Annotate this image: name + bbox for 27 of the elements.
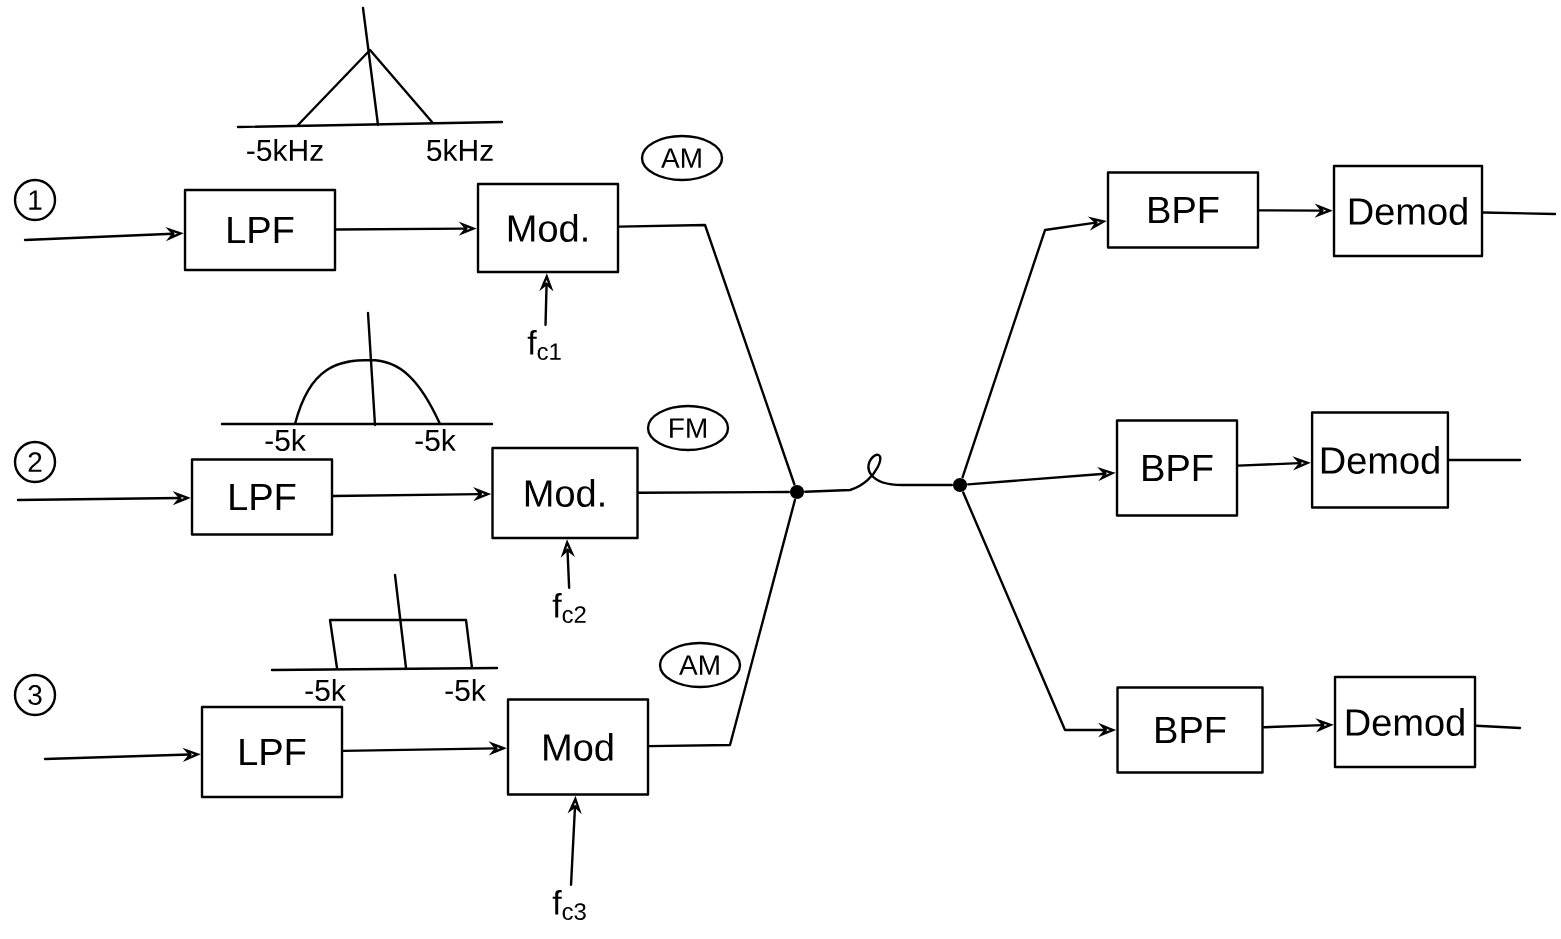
frequency-label: -5k	[415, 429, 456, 451]
junction-dot	[790, 485, 804, 499]
process-box: Demod	[1333, 675, 1477, 769]
carrier-label: f$_{c2}$	[552, 593, 586, 623]
frequency-label: -5k	[445, 679, 486, 701]
junction-dot	[953, 478, 967, 492]
frequency-label: -5kHz	[247, 139, 323, 161]
process-box: LPF	[200, 705, 344, 799]
process-box: LPF	[183, 188, 337, 272]
process-box: Demod	[1332, 164, 1484, 258]
channel-number: 2	[13, 440, 57, 484]
process-box: Demod	[1310, 411, 1450, 509]
process-box: LPF	[190, 458, 334, 536]
channel-number: 1	[13, 178, 57, 222]
carrier-label: f$_{c3}$	[552, 890, 586, 920]
process-box: BPF	[1106, 171, 1260, 249]
process-box: BPF	[1115, 419, 1239, 517]
modulation-label: FM	[646, 404, 730, 452]
process-box: Mod.	[491, 446, 639, 540]
modulation-label: AM	[640, 134, 724, 182]
process-box: Mod	[506, 698, 650, 796]
process-box: BPF	[1116, 686, 1264, 774]
frequency-label: 5kHz	[427, 139, 493, 161]
process-box: Mod.	[476, 182, 620, 274]
carrier-label: f$_{c1}$	[527, 330, 561, 360]
modulation-label: AM	[658, 641, 742, 689]
channel-number: 3	[13, 673, 57, 717]
